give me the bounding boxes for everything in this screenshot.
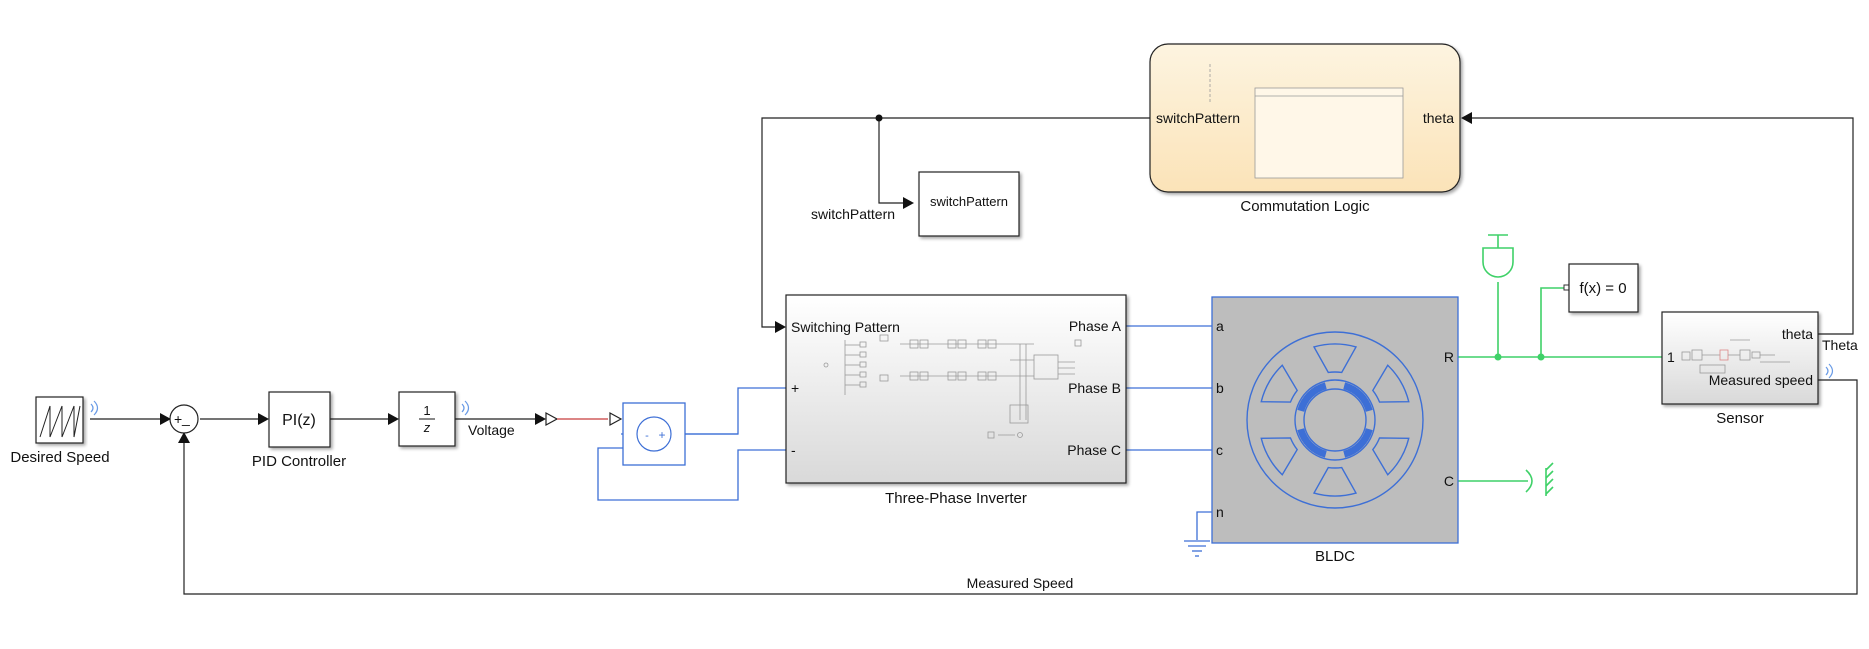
inverter-port-phase-a: Phase A <box>1069 318 1122 334</box>
delay-denominator: z <box>423 420 431 435</box>
signal-waveform-icon <box>39 405 81 438</box>
rotor-magnet <box>1297 428 1327 458</box>
wireless-icon <box>461 400 470 416</box>
wire-neutral[interactable] <box>1196 511 1212 540</box>
desired-speed-label: Desired Speed <box>10 449 109 466</box>
dc-plus: + <box>658 428 665 442</box>
arrow-scope-in <box>903 197 914 209</box>
switchpattern-block-content: switchPattern <box>930 194 1008 209</box>
inverter-thumbnail-icon <box>823 334 1082 439</box>
junction-switchpattern <box>875 114 883 122</box>
arrowheads <box>160 112 1472 443</box>
unit-delay-block[interactable]: 1 z Voltage <box>398 391 515 447</box>
stator-slot <box>1371 437 1410 476</box>
rotor-magnet <box>1343 428 1373 458</box>
wire-theta[interactable] <box>1470 117 1854 335</box>
wire-dc-to-minus[interactable] <box>597 447 786 501</box>
sensor-port-speed: Measured speed <box>1709 372 1813 388</box>
switchpattern-block[interactable]: switchPattern switchPattern <box>811 171 1020 237</box>
sum-plus-sign: + <box>174 411 182 427</box>
wireless-icon <box>1825 363 1834 379</box>
inverter-port-minus: - <box>791 442 796 458</box>
arrow-commutation-in <box>1461 112 1472 124</box>
wire-measured-speed[interactable] <box>183 379 1858 595</box>
ps-converter[interactable] <box>545 411 623 427</box>
bldc-port-b: b <box>1216 380 1224 396</box>
sensor-port-theta: theta <box>1782 326 1813 342</box>
arrow-sum-in <box>160 413 171 425</box>
wireless-icon <box>90 400 99 416</box>
delay-numerator: 1 <box>423 403 430 418</box>
sum-block[interactable]: + _ <box>169 404 199 434</box>
arrow-pid-in <box>258 413 269 425</box>
stator-slot <box>1260 437 1299 476</box>
bldc-port-n: n <box>1216 504 1224 520</box>
measured-speed-signal-label: Measured Speed <box>967 575 1074 591</box>
arrow-delay-in <box>388 413 399 425</box>
junction-mech-2 <box>1537 353 1545 361</box>
solver-port <box>1563 284 1570 291</box>
inverter-port-switching: Switching Pattern <box>791 319 900 335</box>
mechanical-reference-icon[interactable] <box>1525 462 1554 496</box>
motor-icon <box>1246 331 1424 509</box>
stator-slot <box>1312 466 1358 497</box>
commutation-port-in: theta <box>1423 110 1454 126</box>
stator-slot <box>1312 343 1358 374</box>
junction-mech-1 <box>1494 353 1502 361</box>
inverter-port-plus: + <box>791 380 799 396</box>
pid-controller-block[interactable]: PI(z) PID Controller <box>252 391 346 470</box>
solver-configuration-block[interactable]: f(x) = 0 <box>1568 263 1639 313</box>
ground-icon[interactable] <box>1184 540 1210 557</box>
chart-thumbnail-state <box>1254 87 1404 179</box>
arrow-converter-a <box>535 413 546 425</box>
commutation-label: Commutation Logic <box>1240 198 1370 215</box>
arrow-inverter-in <box>775 321 786 333</box>
inverter-label: Three-Phase Inverter <box>885 490 1027 507</box>
dc-minus: - <box>645 430 649 442</box>
inverter-port-phase-b: Phase B <box>1068 380 1121 396</box>
sum-minus-sign: _ <box>181 410 190 426</box>
commutation-logic-block[interactable]: switchPattern theta Commutation Logic <box>1149 43 1461 215</box>
wire-switchpattern-main[interactable] <box>761 117 1150 328</box>
ps-triangle-1 <box>545 411 559 427</box>
bldc-port-c-out: C <box>1444 473 1454 489</box>
signal-lines <box>90 117 1858 595</box>
pid-content: PI(z) <box>282 412 316 429</box>
bldc-port-c: c <box>1216 442 1223 458</box>
switchpattern-signal-label: switchPattern <box>811 206 895 222</box>
bldc-label: BLDC <box>1315 548 1355 565</box>
commutation-port-out: switchPattern <box>1156 110 1240 126</box>
rotor-magnet <box>1297 382 1327 412</box>
inertia-icon[interactable] <box>1482 234 1514 278</box>
inverter-port-phase-c: Phase C <box>1067 442 1121 458</box>
stator-slot <box>1371 364 1410 403</box>
sensor-port-in: 1 <box>1667 349 1675 365</box>
bldc-block[interactable]: a b c n R C BLDC <box>1211 296 1459 565</box>
wire-to-solver[interactable] <box>1540 287 1566 357</box>
rotor-magnet <box>1343 382 1373 412</box>
voltage-label: Voltage <box>468 422 515 438</box>
arrow-sum-feedback <box>178 432 190 443</box>
sensor-block[interactable]: 1 theta Measured speed Sensor <box>1661 311 1834 427</box>
electrical-lines <box>597 325 1212 540</box>
bldc-port-r: R <box>1444 349 1454 365</box>
solver-content: f(x) = 0 <box>1579 280 1626 297</box>
ps-triangle-2 <box>609 411 623 427</box>
sensor-thumbnail-icon <box>1681 339 1790 374</box>
bldc-port-a: a <box>1216 318 1224 334</box>
wire-switchpattern-branch[interactable] <box>878 118 905 204</box>
mechanical-lines <box>1458 282 1662 482</box>
stator-slot <box>1260 364 1299 403</box>
sensor-label: Sensor <box>1716 410 1764 427</box>
three-phase-inverter-block[interactable]: Switching Pattern + - Phase A Phase B Ph… <box>785 294 1127 507</box>
desired-speed-block[interactable]: Desired Speed <box>10 396 110 466</box>
dc-voltage-source-block[interactable]: - + <box>622 402 738 466</box>
pid-label: PID Controller <box>252 453 346 470</box>
theta-signal-label: Theta <box>1822 337 1858 353</box>
